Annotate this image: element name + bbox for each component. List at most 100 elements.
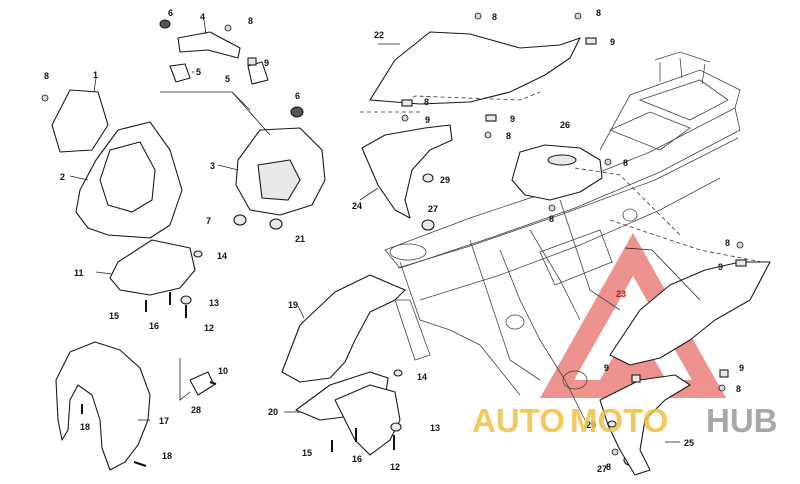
bolt-8-e — [401, 114, 409, 122]
part-21-grommet — [269, 218, 283, 230]
watermark-wordmark: AUTO MOTO HUB — [472, 402, 778, 439]
bolt-8-b — [224, 24, 232, 32]
callout-9b: 9 — [610, 37, 615, 47]
bolt-8-f — [484, 131, 492, 139]
callout-8j: 8 — [606, 462, 611, 472]
callout-8h: 8 — [549, 214, 554, 224]
part-20-front-fender — [334, 384, 401, 456]
callout-16a: 16 — [149, 321, 159, 331]
bolt-8-k — [718, 384, 726, 392]
bolt-8-d — [574, 12, 582, 20]
callout-10: 10 — [218, 366, 228, 376]
callout-29b: 29 — [586, 420, 596, 430]
washer-13-b — [390, 422, 402, 432]
callout-9e: 9 — [718, 262, 723, 272]
callout-13a: 13 — [209, 298, 219, 308]
part-26-tank-cover — [511, 144, 603, 201]
callout-5b: 5 — [225, 74, 230, 84]
callout-9c: 9 — [425, 115, 430, 125]
washer-13-a — [180, 295, 192, 305]
clip-9-a — [247, 57, 257, 66]
clip-9-c — [401, 99, 413, 107]
callout-13b: 13 — [430, 423, 440, 433]
part-25-lower-rear-panel — [599, 374, 691, 476]
part-27-grommet-top — [421, 219, 435, 231]
part-3-lens-housing — [257, 159, 301, 201]
part-23-right-side-panel — [609, 261, 771, 366]
callout-20: 20 — [268, 407, 278, 417]
washer-29-a — [422, 173, 434, 183]
bolt-8-i — [736, 241, 744, 249]
callout-24: 24 — [352, 201, 362, 211]
part-4-bracket — [177, 31, 241, 59]
bolt-8-g — [604, 158, 612, 166]
callout-27b: 27 — [597, 464, 607, 474]
callout-14a: 14 — [217, 251, 227, 261]
callout-labels: 1 2 3 4 5 5 6 6 7 8 8 8 8 8 8 8 8 8 8 8 … — [44, 8, 744, 474]
watermark-word-hub: HUB — [706, 402, 778, 439]
motorcycle-frame — [384, 51, 741, 421]
callout-17: 17 — [159, 416, 169, 426]
callout-8d: 8 — [596, 8, 601, 18]
part-6-nut-right — [290, 106, 304, 118]
washer-14-b — [393, 369, 403, 377]
callout-25: 25 — [684, 438, 694, 448]
bolt-group — [41, 12, 744, 467]
callout-8g: 8 — [623, 158, 628, 168]
callout-6b: 6 — [295, 91, 300, 101]
callout-12a: 12 — [204, 323, 214, 333]
part-24-inner-side-panel — [361, 124, 453, 219]
callout-6a: 6 — [168, 8, 173, 18]
callout-23: 23 — [616, 289, 626, 299]
part-6-nut-top — [159, 19, 171, 29]
callout-8f: 8 — [506, 131, 511, 141]
washer-29-b — [607, 420, 617, 428]
callout-2: 2 — [60, 172, 65, 182]
part-28-small-plate — [189, 371, 215, 396]
clip-9-b — [585, 37, 597, 45]
callout-7: 7 — [206, 216, 211, 226]
part-5-clip-left — [169, 63, 191, 83]
callout-22: 22 — [374, 30, 384, 40]
clip-9-e — [735, 259, 747, 267]
part-7-grommet — [233, 214, 247, 226]
callout-8b: 8 — [248, 16, 253, 26]
bolt-10 — [209, 381, 217, 385]
part-5-clip-right — [247, 61, 269, 85]
callout-8k: 8 — [736, 384, 741, 394]
callout-9g: 9 — [604, 363, 609, 373]
callout-18a: 18 — [80, 422, 90, 432]
washer-14-a — [193, 250, 203, 258]
callout-8e: 8 — [424, 97, 429, 107]
bolt-8-h — [548, 204, 556, 212]
callout-21: 21 — [295, 234, 305, 244]
callout-4: 4 — [200, 12, 205, 22]
callout-27a: 27 — [428, 204, 438, 214]
watermark-word-moto: MOTO — [570, 402, 668, 439]
callout-5a: 5 — [196, 67, 201, 77]
callout-18b: 18 — [162, 451, 172, 461]
part-26-filler-ring — [547, 154, 577, 166]
callout-15b: 15 — [302, 448, 312, 458]
part-1-windscreen-small — [51, 89, 109, 153]
part-2-inner-cutout — [99, 141, 156, 213]
clip-9-f — [719, 369, 729, 378]
callout-9a: 9 — [264, 58, 269, 68]
watermark-word-auto: AUTO — [472, 402, 565, 439]
callout-1: 1 — [93, 70, 98, 80]
callout-14b: 14 — [417, 372, 427, 382]
bolt-8-a — [41, 94, 49, 102]
callout-8i: 8 — [725, 238, 730, 248]
callout-15a: 15 — [109, 311, 119, 321]
callout-16b: 16 — [352, 454, 362, 464]
callout-3: 3 — [210, 161, 215, 171]
part-22-upper-side-panel — [369, 31, 581, 105]
clip-9-d — [485, 114, 497, 122]
callout-9f: 9 — [739, 363, 744, 373]
part-17-front-mudguard — [55, 341, 151, 471]
clip-group — [247, 37, 747, 383]
callout-8c: 8 — [492, 12, 497, 22]
callout-29a: 29 — [440, 175, 450, 185]
callout-11: 11 — [74, 268, 84, 278]
